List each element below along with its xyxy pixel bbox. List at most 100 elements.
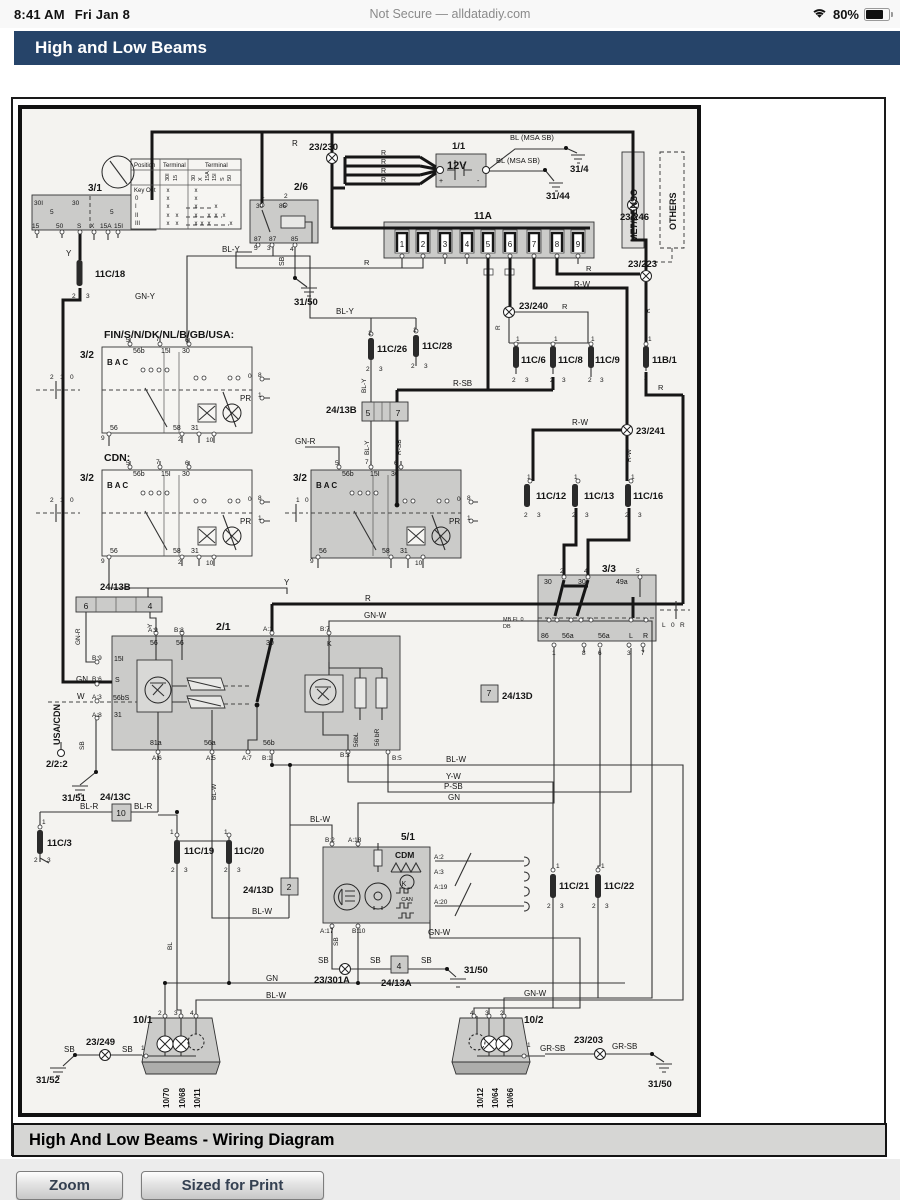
diagram-label: A:2	[434, 854, 444, 861]
diagram-label: L	[629, 633, 633, 640]
diagram-label: 5	[254, 245, 258, 252]
diagram-label: PR	[449, 517, 460, 526]
diagram-label: x	[167, 221, 170, 227]
diagram-label: 11C/16	[633, 491, 663, 502]
diagram-label: 11C/8	[558, 355, 583, 366]
diagram-label: 58	[173, 425, 181, 432]
diagram-label: A:9	[148, 627, 158, 634]
pin-circles	[34, 202, 649, 1059]
caption-text: High And Low Beams - Wiring Diagram	[29, 1130, 335, 1149]
diagram-label: 3/2	[80, 473, 94, 484]
diagram-label: 3	[443, 240, 448, 249]
diagram-label: B:6	[92, 676, 102, 683]
diagram-label: 15I	[114, 223, 123, 230]
diagram-label: 1	[261, 193, 265, 200]
diagram-label: R-SB	[396, 439, 403, 455]
diagram-label: 4	[584, 568, 588, 575]
diagram-label: R	[364, 258, 370, 267]
diagram-label: 11C/18	[95, 269, 125, 280]
diagram-label: R	[658, 383, 664, 392]
diagram-label: 10	[206, 560, 214, 567]
diagram-label: BL-W	[252, 907, 272, 916]
diagram-label: R-W	[572, 418, 588, 427]
diagram-label: Y	[66, 249, 72, 258]
diagram-label: 1/1	[452, 141, 466, 152]
diagram-label: 56 bR	[374, 728, 381, 746]
diagram-label: 2	[421, 240, 426, 249]
diagram-label: 23/241	[636, 426, 666, 437]
diagram-label: 10/68	[178, 1087, 187, 1108]
diagram-label: 7	[532, 240, 537, 249]
diagram-label: SB	[64, 1045, 75, 1054]
diagram-label: 10	[415, 560, 423, 567]
diagram-label: 1	[413, 327, 417, 334]
diagram-label: CAN	[401, 897, 413, 903]
diagram-label: 8	[258, 495, 262, 502]
diagram-label: 3	[379, 366, 383, 373]
diagram-label: 3	[537, 512, 541, 519]
diagram-label: 3	[174, 1010, 178, 1017]
diagram-label: II	[135, 213, 139, 219]
diagram-label: SB	[79, 741, 86, 750]
diagram-label: 2	[547, 903, 551, 910]
diagram-label: GN	[76, 675, 88, 684]
diagram-label: 3	[627, 650, 631, 657]
diagram-label: 1	[60, 497, 64, 504]
diagram-label: X	[90, 223, 95, 230]
fuse-windows	[394, 229, 586, 276]
diagram-label: 50	[56, 223, 64, 230]
diagram-label: 30	[182, 471, 190, 478]
diagram-label: x	[195, 188, 198, 194]
diagram-label: R	[381, 150, 386, 157]
diagram-label: 10/70	[162, 1087, 171, 1108]
diagram-label: BL-R	[80, 802, 98, 811]
diagram-label: 2	[550, 377, 554, 384]
diagram-label: B:9	[92, 655, 102, 662]
diagram-label: 2	[524, 512, 528, 519]
diagram-label: B:2	[325, 837, 335, 844]
diagram-label: 10	[116, 808, 126, 818]
sized-for-print-button[interactable]: Sized for Print	[141, 1171, 324, 1200]
diagram-label: 24/13B	[100, 582, 131, 593]
diagram-label: 1	[368, 330, 372, 337]
diagram-label: 3	[485, 1010, 489, 1017]
diagram-label: B:8	[174, 627, 184, 634]
diagram-label: 4	[465, 240, 470, 249]
diagram-label: x	[208, 221, 211, 227]
diagram-label: x	[201, 221, 204, 227]
diagram-label: 4	[290, 246, 294, 253]
diagram-label: 23/249	[86, 1037, 115, 1048]
diagram-label: BL-Y	[364, 440, 371, 455]
diagram-label: 3	[267, 245, 271, 252]
diagram-label: 5	[486, 240, 491, 249]
diagram-label: 4	[148, 601, 153, 611]
diagram-label: BL-W	[211, 783, 218, 800]
diagram-label: 12V	[447, 160, 467, 172]
diagram-label: R-W	[574, 280, 590, 289]
diagram-label: SB	[279, 256, 286, 266]
diagram-label: BL (MSA SB)	[510, 133, 554, 142]
diagram-label: 8	[467, 495, 471, 502]
diagram-label: 1	[60, 374, 64, 381]
diagram-label: 11C/3	[47, 838, 72, 849]
diagram-label: 7	[156, 336, 160, 343]
page-title: High and Low Beams	[35, 38, 207, 57]
diagram-label: x	[167, 204, 170, 210]
diagram-label: 11C/12	[536, 491, 566, 502]
diagram-label: SB	[318, 956, 329, 965]
zoom-button[interactable]: Zoom	[16, 1171, 123, 1200]
diagram-label: PR	[240, 517, 251, 526]
diagram-label: 0	[248, 496, 252, 503]
diagram-label: PR	[240, 394, 251, 403]
diagram-label: SB	[333, 937, 340, 946]
diagram-label: 15A	[100, 223, 112, 230]
diagram-label: 10/64	[491, 1087, 500, 1108]
diagram-label: 86	[541, 633, 549, 640]
diagram-label: 3	[237, 867, 241, 874]
wires-thick	[61, 130, 685, 703]
diagram-label: R-W	[626, 448, 633, 462]
diagram-label: 1	[224, 829, 228, 836]
diagram-label: A:18	[348, 837, 362, 844]
diagram-label: 3/2	[80, 350, 94, 361]
